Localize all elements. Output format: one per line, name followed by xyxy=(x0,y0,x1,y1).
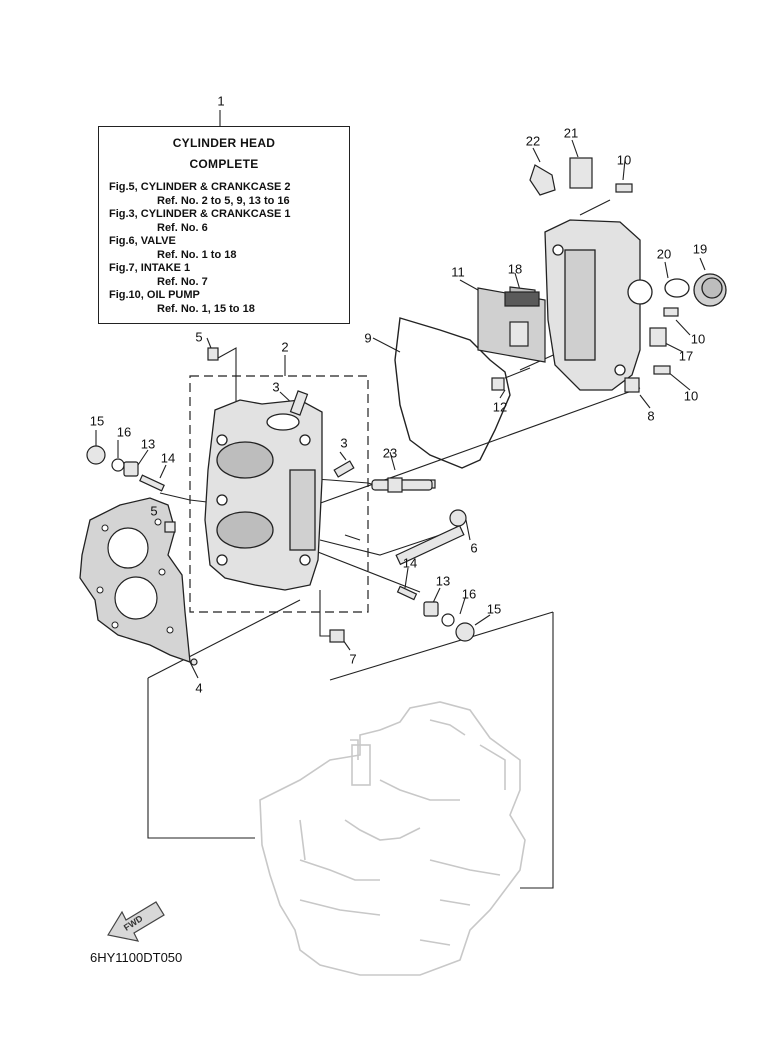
callout-3: 3 xyxy=(340,435,348,451)
fwd-arrow-icon xyxy=(107,901,165,942)
head-cover xyxy=(544,219,653,391)
callout-10: 10 xyxy=(683,388,699,404)
group-box xyxy=(189,375,369,613)
callout-16: 16 xyxy=(461,586,477,602)
callout-9: 9 xyxy=(364,330,372,346)
callout-5: 5 xyxy=(195,329,203,345)
callout-23: 23 xyxy=(382,445,398,461)
reference-line: Fig.3, CYLINDER & CRANKCASE 1 xyxy=(109,208,291,220)
callout-13: 13 xyxy=(435,573,451,589)
callout-11: 11 xyxy=(451,264,465,280)
reference-title-line2: COMPLETE xyxy=(189,157,259,171)
reference-title-line1: CYLINDER HEAD xyxy=(172,136,276,150)
callout-14: 14 xyxy=(160,450,176,466)
reference-line: Fig.6, VALVE xyxy=(109,235,176,247)
callout-4: 4 xyxy=(195,680,203,696)
reference-line: Ref. No. 1, 15 to 18 xyxy=(157,302,255,315)
callout-5: 5 xyxy=(150,503,158,519)
head-gasket xyxy=(79,497,191,663)
crankcase-ghost xyxy=(259,701,526,976)
callout-7: 7 xyxy=(349,651,357,667)
callout-20: 20 xyxy=(656,246,672,262)
hardware-parts xyxy=(86,347,475,666)
callout-2: 2 xyxy=(281,339,289,355)
reference-line: Ref. No. 6 xyxy=(157,221,208,234)
reference-line: Ref. No. 2 to 5, 9, 13 to 16 xyxy=(157,194,290,207)
reference-line: Ref. No. 7 xyxy=(157,275,208,288)
callout-10: 10 xyxy=(690,331,706,347)
callout-16: 16 xyxy=(116,424,132,440)
reference-line: Fig.7, INTAKE 1 xyxy=(109,262,191,274)
callout-22: 22 xyxy=(525,133,541,149)
reference-line: Fig.10, OIL PUMP xyxy=(109,289,200,301)
callout-14: 14 xyxy=(402,555,418,571)
callout-13: 13 xyxy=(140,436,156,452)
cover-gasket xyxy=(394,317,511,469)
cylinder-head xyxy=(204,399,323,591)
drawing-code: 6HY1100DT050 xyxy=(90,950,183,965)
callout-3: 3 xyxy=(272,379,280,395)
callout-8: 8 xyxy=(647,408,655,424)
callout-15: 15 xyxy=(486,601,502,617)
callout-15: 15 xyxy=(89,413,105,429)
callout-12: 12 xyxy=(492,399,508,415)
reference-box: CYLINDER HEAD COMPLETE Fig.5, CYLINDER &… xyxy=(98,126,350,324)
spark-plug xyxy=(371,477,433,493)
callout-21: 21 xyxy=(563,125,579,141)
callout-19: 19 xyxy=(692,241,708,257)
filler-cap xyxy=(664,273,727,307)
callout-10: 10 xyxy=(616,152,632,168)
callout-18: 18 xyxy=(507,261,523,277)
callout-6: 6 xyxy=(470,540,478,556)
callout-1: 1 xyxy=(217,93,225,109)
reference-line: Ref. No. 1 to 18 xyxy=(157,248,237,261)
reference-line: Fig.5, CYLINDER & CRANKCASE 2 xyxy=(109,181,291,193)
callout-17: 17 xyxy=(678,348,694,364)
top-brackets xyxy=(491,157,679,393)
